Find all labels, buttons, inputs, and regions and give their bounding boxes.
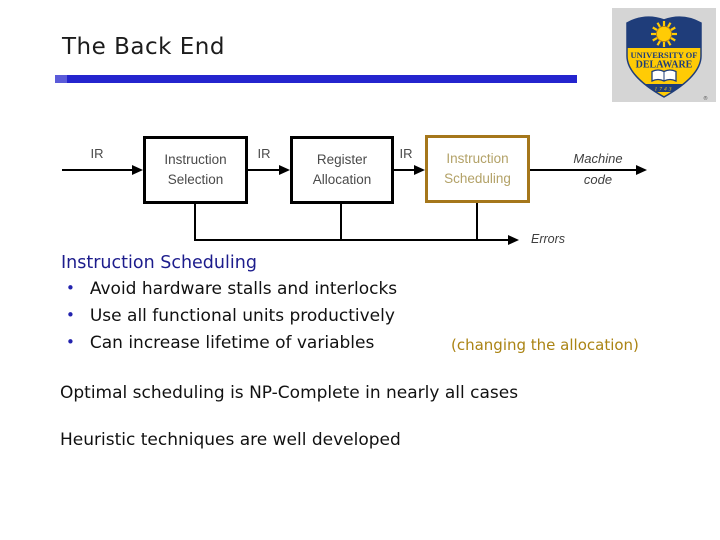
ir-label-3: IR (399, 146, 413, 161)
arrow-input-head-icon (132, 165, 143, 175)
machine-code-label-line2: code (583, 172, 613, 187)
page-title: The Back End (62, 34, 225, 60)
arrow-allocation-to-scheduling-head-icon (414, 165, 425, 175)
errors-arrow-head-icon (508, 235, 519, 245)
machine-code-label-line1: Machine (573, 151, 623, 166)
ir-label-2: IR (257, 146, 271, 161)
errors-drop-scheduling (476, 203, 478, 241)
arrow-allocation-to-scheduling (394, 169, 416, 171)
paragraph-heuristic: Heuristic techniques are well developed (60, 430, 401, 450)
bullet-dot-icon: • (66, 279, 75, 297)
ir-label-1: IR (90, 146, 104, 161)
arrow-selection-to-allocation-head-icon (279, 165, 290, 175)
university-of-delaware-shield-icon: UNIVERSITY OF DELAWARE 1743 ® (612, 8, 716, 102)
instruction-selection-box: Instruction Selection (143, 136, 248, 204)
title-accent-bar-cap (55, 75, 67, 83)
logo-year: 1743 (655, 86, 674, 93)
allocation-note: (changing the allocation) (451, 336, 639, 354)
bullet-text: Avoid hardware stalls and interlocks (89, 279, 398, 299)
arrow-input (62, 169, 135, 171)
arrow-selection-to-allocation (248, 169, 281, 171)
errors-label: Errors (531, 232, 566, 246)
bullet-dot-icon: • (66, 306, 75, 324)
registered-mark: ® (703, 95, 708, 102)
bullet-item-3: • Can increase lifetime of variables (66, 333, 374, 353)
logo-text-line2: DELAWARE (636, 60, 693, 71)
bullet-item-1: • Avoid hardware stalls and interlocks (66, 279, 397, 299)
arrow-output (530, 169, 638, 171)
sunburst-icon (651, 21, 677, 47)
title-accent-bar (55, 75, 577, 83)
errors-drop-allocation (340, 204, 342, 241)
register-allocation-box: Register Allocation (290, 136, 394, 204)
arrow-output-head-icon (636, 165, 647, 175)
bullet-text: Can increase lifetime of variables (89, 333, 375, 353)
errors-bus-line (194, 239, 510, 241)
university-logo: UNIVERSITY OF DELAWARE 1743 ® (612, 8, 716, 102)
paragraph-np-complete: Optimal scheduling is NP-Complete in nea… (60, 383, 519, 403)
bullet-item-2: • Use all functional units productively (66, 306, 395, 326)
errors-drop-selection (194, 204, 196, 241)
open-book-icon (651, 69, 677, 83)
bullet-text: Use all functional units productively (89, 306, 395, 326)
section-heading: Instruction Scheduling (61, 253, 257, 273)
bullet-dot-icon: • (66, 333, 75, 351)
instruction-scheduling-box: Instruction Scheduling (425, 135, 530, 203)
logo-text-line1: UNIVERSITY OF (631, 50, 698, 60)
